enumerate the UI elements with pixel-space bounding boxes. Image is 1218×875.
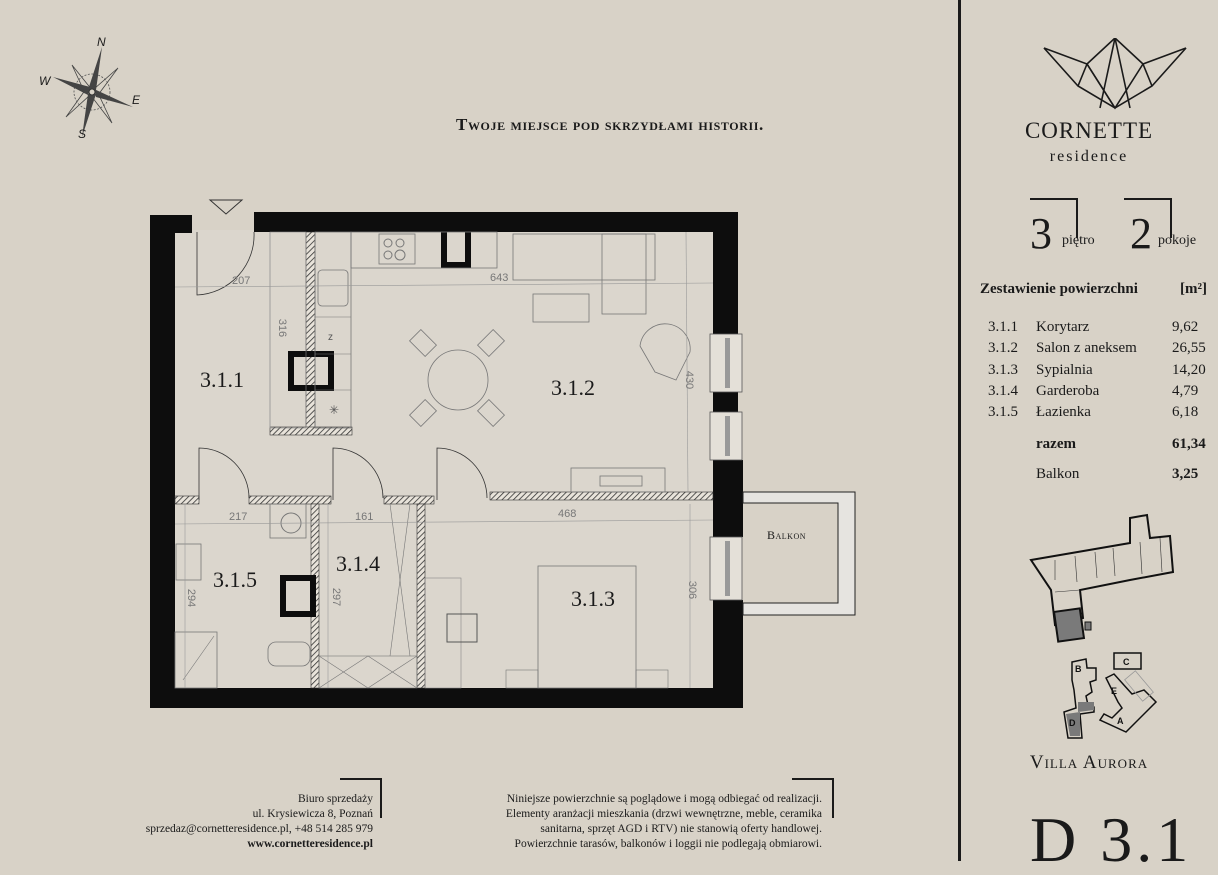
area-row: 3.1.2 Salon z aneksem 26,55 (988, 340, 1206, 357)
area-row: 3.1.3 Sypialnia 14,20 (988, 362, 1206, 379)
disclaimer-line: sanitarna, sprzęt AGD i RTV) nie stanowi… (540, 823, 822, 835)
room-label-3-1-3: 3.1.3 (571, 586, 615, 611)
area-row-name: Garderoba (1036, 383, 1100, 399)
area-row-value: 14,20 (1172, 362, 1206, 378)
area-total-row: razem 61,34 (988, 436, 1206, 453)
area-balcony-label: Balkon (1036, 466, 1080, 482)
svg-text:✳: ✳ (329, 403, 339, 417)
disclaimer-line: Powierzchnie tarasów, balkonów i loggii … (514, 838, 822, 850)
area-table-unit: [m²] (1180, 281, 1207, 297)
dimension-643: 643 (490, 272, 509, 284)
area-balcony-row: Balkon 3,25 (988, 466, 1198, 483)
brand-subtitle: residence (1049, 148, 1129, 165)
apartment-code: D 3.1 (1030, 804, 1193, 875)
footer-left-bracket (340, 778, 382, 818)
area-row-name: Sypialnia (1036, 362, 1093, 378)
dimension-161: 161 (355, 511, 374, 523)
floor-number: 3 (1030, 209, 1052, 258)
area-row: 3.1.1 Korytarz 9,62 (988, 319, 1198, 336)
compass-rose: N E S W (30, 35, 160, 145)
floor-key-plan-drawing (1029, 513, 1175, 643)
brand-name: CORNETTE (1024, 118, 1154, 143)
site-plan: B C E D A (1050, 650, 1160, 745)
area-total-value: 61,34 (1172, 436, 1206, 452)
disclaimer: Niniejsze powierzchnie są poglądowe i mo… (470, 792, 822, 852)
area-row-value: 6,18 (1172, 404, 1199, 420)
compass-north-label: N (97, 35, 106, 49)
sidebar-divider (958, 0, 961, 861)
villa-name: Villa Aurora (1029, 752, 1149, 773)
floor-bracket (1030, 198, 1078, 238)
dimension-297: 297 (330, 587, 343, 607)
area-row-number: 3.1.1 (988, 319, 1018, 335)
compass-west-label: W (39, 74, 51, 88)
dimension-217: 217 (229, 511, 248, 523)
sales-office-title: Biuro sprzedaży (297, 793, 373, 805)
area-row-name: Salon z aneksem (1036, 340, 1137, 356)
area-row-name: Korytarz (1036, 319, 1090, 335)
tagline: Twoje miejsce pod skrzydłami historii. (456, 115, 764, 134)
area-row-value: 4,79 (1172, 383, 1199, 399)
site-building-a: A (1117, 716, 1124, 726)
rooms-bracket (1124, 198, 1172, 238)
area-table-title: Zestawienie powierzchni (980, 281, 1138, 297)
area-row-value: 26,55 (1172, 340, 1206, 356)
dimension-294: 294 (185, 588, 198, 608)
site-building-d: D (1069, 718, 1076, 728)
compass-east-label: E (132, 93, 141, 107)
area-balcony-value: 3,25 (1172, 466, 1199, 482)
floor-label: piętro (1062, 233, 1095, 248)
site-plan-drawing: B C E D A (1063, 652, 1158, 739)
compass-south-label: S (78, 127, 87, 141)
svg-text:z: z (328, 332, 333, 343)
sales-office-contact[interactable]: sprzedaz@cornetteresidence.pl, +48 514 2… (145, 823, 373, 835)
area-row-number: 3.1.3 (988, 362, 1018, 378)
footer-right-bracket (792, 778, 834, 818)
dimension-306: 306 (686, 580, 699, 600)
crown-logo-icon (1043, 36, 1187, 110)
area-row-name: Łazienka (1036, 404, 1091, 420)
dimension-207: 207 (232, 275, 251, 287)
compass-icon (53, 47, 133, 137)
dimension-316: 316 (276, 318, 289, 338)
floor-plan-drawing: z ✳ (150, 199, 856, 708)
area-total-label: razem (1036, 436, 1076, 452)
floor-plan: z ✳ (140, 190, 870, 730)
brand-logo (1040, 36, 1190, 113)
disclaimer-line: Elementy aranżacji mieszkania (drzwi wew… (505, 808, 822, 820)
room-label-3-1-4: 3.1.4 (336, 551, 380, 576)
rooms-number: 2 (1130, 209, 1152, 258)
room-label-3-1-2: 3.1.2 (551, 375, 595, 400)
room-label-3-1-5: 3.1.5 (213, 567, 257, 592)
dimension-468: 468 (558, 508, 577, 520)
disclaimer-line: Niniejsze powierzchnie są poglądowe i mo… (506, 793, 822, 805)
balcony-label: Balkon (767, 528, 806, 542)
area-row-number: 3.1.2 (988, 340, 1018, 356)
area-row-number: 3.1.4 (988, 383, 1018, 399)
floor-key-plan (1025, 510, 1175, 650)
area-row: 3.1.5 Łazienka 6,18 (988, 404, 1198, 421)
rooms-label: pokoje (1158, 233, 1197, 248)
site-building-b: B (1075, 664, 1082, 674)
room-label-3-1-1: 3.1.1 (200, 367, 244, 392)
area-row-number: 3.1.5 (988, 404, 1018, 420)
area-row: 3.1.4 Garderoba 4,79 (988, 383, 1198, 400)
site-building-e: E (1111, 686, 1117, 696)
sales-office-address: ul. Krysiewicza 8, Poznań (252, 808, 373, 820)
site-building-c: C (1123, 657, 1130, 667)
dimension-430: 430 (683, 370, 696, 390)
website-link[interactable]: www.cornetteresidence.pl (247, 838, 373, 850)
sales-office-info: Biuro sprzedaży ul. Krysiewicza 8, Pozna… (130, 792, 373, 852)
area-row-value: 9,62 (1172, 319, 1199, 335)
